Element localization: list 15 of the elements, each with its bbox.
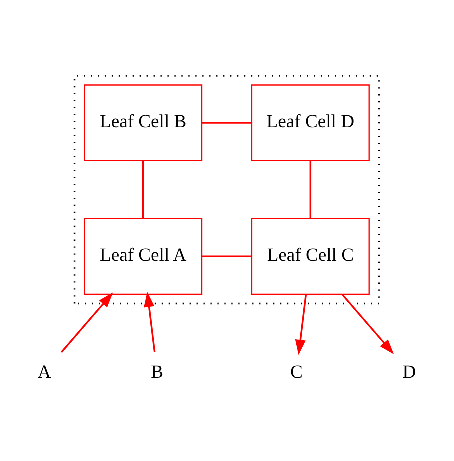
node-box: Leaf Cell B <box>84 84 203 162</box>
connector <box>142 161 144 219</box>
node-text: B <box>151 362 164 383</box>
node-text: D <box>402 362 416 383</box>
node-box: Leaf Cell A <box>84 218 203 295</box>
node-text: C <box>290 362 303 383</box>
connector <box>310 161 312 219</box>
node-box: Leaf Cell D <box>251 84 370 162</box>
arrow <box>60 292 114 354</box>
node-text: A <box>38 362 52 383</box>
cluster <box>74 75 380 305</box>
connector <box>202 256 252 258</box>
arrow <box>144 292 156 353</box>
connector <box>202 122 252 124</box>
node-box: Leaf Cell C <box>251 218 370 295</box>
